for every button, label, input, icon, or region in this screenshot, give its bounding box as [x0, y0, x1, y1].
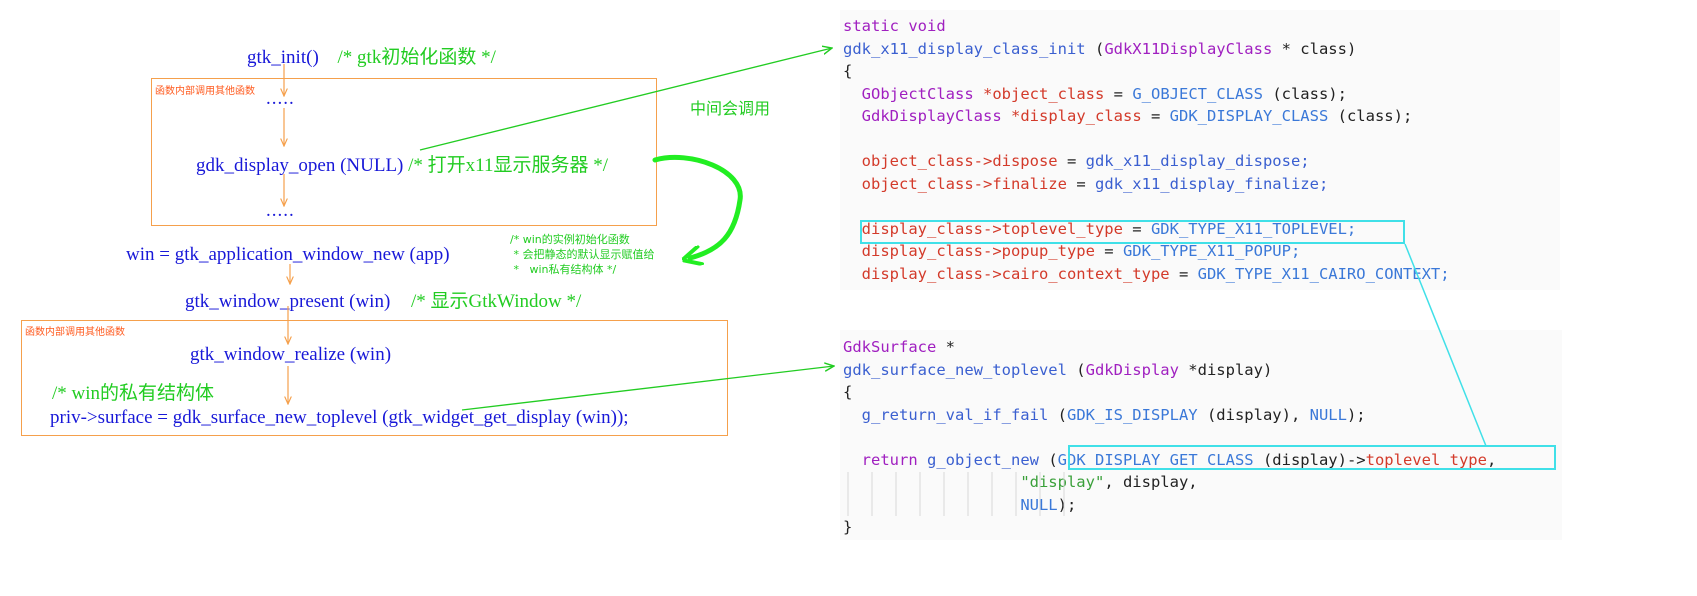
code2-l5-end: , [1486, 450, 1497, 469]
code2-l6-string: "display" [1020, 473, 1105, 491]
priv-surface-assignment: priv->surface = gdk_surface_new_toplevel… [50, 407, 629, 428]
code1-l6-eq: = [1057, 152, 1086, 170]
inner-calls-box-1 [151, 78, 657, 226]
code2-ret-star: * [936, 338, 955, 356]
display-open-call: gdk_display_open (NULL) /* 打开x11显示服务器 */ [196, 150, 608, 177]
code1-l9-eq: = [1094, 242, 1123, 260]
window-present-text: gtk_window_present (win) [185, 291, 391, 312]
code1-l6-lhs: object_class->dispose [861, 152, 1058, 170]
code1-l5-type: GdkDisplayClass [861, 107, 1002, 125]
code2-l5-field: toplevel_type [1365, 450, 1487, 469]
code1-l9-rhs: GDK_TYPE_X11_POPUP; [1122, 242, 1301, 260]
code1-l4-arg: (class); [1262, 84, 1347, 103]
code1-l9-lhs: display_class->popup_type [861, 242, 1095, 260]
window-new-note-line-2: * 会把静态的默认显示赋值给 [510, 248, 655, 261]
code1-l5-macro: GDK_DISPLAY_CLASS [1169, 107, 1329, 125]
window-present-comment: /* 显示GtkWindow */ [411, 291, 582, 312]
get-class-highlight [1068, 445, 1556, 470]
code2-l4-arg: (display), [1197, 405, 1310, 424]
code1-l8-rhs: GDK_TYPE_X11_TOPLEVEL; [1150, 219, 1357, 238]
code2-param-rest: *display) [1178, 360, 1273, 379]
code1-l10-lhs: display_class->cairo_context_type [861, 264, 1170, 283]
code1-l7-lhs: object_class->finalize [861, 174, 1067, 193]
code2-open-brace: { [843, 383, 853, 401]
connector-display-open-to-class-init [419, 48, 832, 151]
code2-l4-end: ); [1346, 405, 1366, 424]
window-present-call: gtk_window_present (win) /* 显示GtkWindow … [185, 286, 581, 313]
code1-l10-rhs: GDK_TYPE_X11_CAIRO_CONTEXT; [1197, 264, 1450, 283]
bold-curve-arrow [652, 154, 743, 258]
window-new-note: /* win的实例初始化函数 * 会把静态的默认显示赋值给 * win私有结构体… [510, 232, 655, 277]
code2-l4-func: g_return_val_if_fail [861, 405, 1049, 424]
code1-param-rest: * class) [1272, 39, 1357, 58]
inner-calls-label-1: 函数内部调用其他函数 [155, 86, 255, 97]
code1-l7-rhs: gdk_x11_display_finalize; [1094, 174, 1329, 193]
code2-l7-end: ); [1057, 495, 1077, 514]
code1-l4-macro: G_OBJECT_CLASS [1132, 84, 1263, 103]
code1-func-name: gdk_x11_display_class_init [843, 39, 1086, 58]
code1-param-type: GdkX11DisplayClass [1104, 39, 1273, 58]
code2-l5-func: g_object_new [927, 450, 1039, 469]
gtk-init-comment: /* gtk初始化函数 */ [337, 47, 496, 68]
code2-l5-return: return [861, 450, 918, 469]
priv-comment: /* win的私有结构体 [52, 383, 215, 404]
window-new-note-line-1: /* win的实例初始化函数 [510, 233, 630, 246]
display-open-comment: /* 打开x11显示服务器 */ [408, 155, 608, 176]
toplevel-type-highlight [860, 220, 1405, 244]
code1-line-1: static void [843, 17, 946, 35]
code2-l7-null: NULL [1020, 495, 1058, 514]
middle-call-label: 中间会调用 [690, 99, 771, 118]
code-panel-surface-new [840, 330, 1562, 540]
window-realize-call: gtk_window_realize (win) [190, 344, 392, 365]
window-new-note-line-3: * win私有结构体 */ [510, 263, 617, 276]
code2-l4-macro: GDK_IS_DISPLAY [1066, 405, 1198, 424]
code1-l4-eq: = [1104, 84, 1133, 103]
code1-l6-rhs: gdk_x11_display_dispose; [1085, 152, 1310, 170]
indent-guides [847, 472, 1065, 516]
code1-l10-eq: = [1169, 264, 1198, 283]
code1-open-brace: { [843, 62, 853, 80]
gtk-init-call: gtk_init() /* gtk初始化函数 */ [247, 42, 496, 69]
inner-calls-label-2: 函数内部调用其他函数 [25, 327, 125, 338]
code1-l4-var: *object_class [983, 84, 1105, 103]
highlight-link [1404, 243, 1487, 447]
code1-l8-eq: = [1122, 219, 1151, 238]
gtk-init-text: gtk_init() [247, 47, 319, 68]
code1-l5-var: *display_class [1011, 107, 1142, 125]
code2-l6-rest: , display, [1104, 473, 1198, 491]
connector-surface-to-code [461, 366, 834, 411]
code1-l5-arg: (class); [1328, 107, 1413, 125]
code2-param-type: GdkDisplay [1085, 360, 1179, 379]
code2-l5-macro: GDK_DISPLAY_GET_CLASS [1057, 450, 1254, 469]
display-open-text: gdk_display_open (NULL) [196, 155, 404, 176]
code2-l4-null: NULL [1309, 405, 1347, 424]
code2-close-brace: } [843, 518, 853, 536]
code1-l5-eq: = [1141, 107, 1170, 125]
code-class-init: static void gdk_x11_display_class_init (… [843, 17, 1450, 283]
code1-l4-type: GObjectClass [861, 84, 974, 103]
code1-l7-eq: = [1066, 174, 1095, 193]
window-new-call: win = gtk_application_window_new (app) [126, 244, 450, 265]
code1-l8-lhs: display_class->toplevel_type [861, 219, 1123, 238]
code2-ret-type: GdkSurface [843, 338, 937, 356]
code2-func-name: gdk_surface_new_toplevel [843, 360, 1067, 379]
code-surface-new: GdkSurface * gdk_surface_new_toplevel (G… [843, 338, 1497, 536]
code2-l5-arg: (display)-> [1253, 450, 1366, 469]
